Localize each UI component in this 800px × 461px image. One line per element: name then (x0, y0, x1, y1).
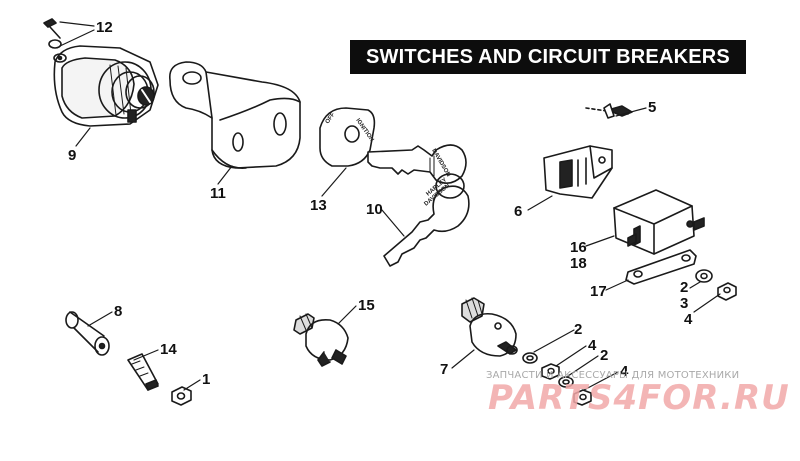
callout-13: 13 (310, 197, 327, 214)
circuit-breaker-16 (613, 189, 705, 255)
terminal-5 (585, 103, 633, 119)
callout-7: 7 (440, 361, 449, 378)
plate-13: OFF IGNITION (319, 107, 376, 167)
callout-4-upper: 4 (684, 311, 693, 328)
callout-16: 16 (570, 239, 587, 256)
pressure-switch-15 (293, 313, 349, 367)
callout-4-middle: 4 (588, 337, 597, 354)
callout-9: 9 (68, 147, 77, 164)
callout-11: 11 (210, 185, 226, 202)
callout-5: 5 (648, 99, 657, 116)
callout-6: 6 (514, 203, 523, 220)
callout-18: 18 (570, 255, 587, 272)
callout-17: 17 (590, 283, 607, 300)
diagram-title: SWITCHES AND CIRCUIT BREAKERS (366, 45, 730, 68)
ignition-switch-9 (53, 45, 159, 127)
callout-3: 3 (680, 295, 689, 312)
callout-4-lower: 4 (620, 363, 629, 380)
callout-10: 10 (366, 201, 383, 218)
strap-17 (625, 249, 697, 285)
watermark-caption: ЗАПЧАСТИ И АКСЕССУАРЫ ДЛЯ МОТОТЕХНИКИ (486, 370, 740, 381)
svg-text:OFF: OFF (325, 112, 337, 126)
bracket-11 (169, 61, 301, 169)
callout-2-middle: 2 (574, 321, 583, 338)
callout-2-lower: 2 (600, 347, 609, 364)
washers-lower (522, 352, 592, 406)
keys-10: DAVIDSON HARLEY DAVIDSON (367, 144, 470, 267)
diagram-title-box: SWITCHES AND CIRCUIT BREAKERS (350, 40, 746, 74)
callout-2-upper: 2 (680, 279, 689, 296)
pressure-switch-7 (461, 297, 518, 357)
callout-15: 15 (358, 297, 375, 314)
callout-1: 1 (202, 371, 211, 388)
callout-14: 14 (160, 341, 177, 358)
terminal-14 (127, 353, 159, 391)
screw-12 (43, 18, 67, 63)
leader-lines (59, 21, 721, 391)
nut-1 (171, 386, 192, 406)
washers-upper-right (695, 269, 737, 301)
callout-12: 12 (96, 19, 113, 36)
switch-bracket-6 (543, 145, 613, 199)
callout-8: 8 (114, 303, 123, 320)
watermark-logo: PARTS4FOR.RU (488, 378, 790, 418)
sleeve-8 (65, 311, 110, 356)
